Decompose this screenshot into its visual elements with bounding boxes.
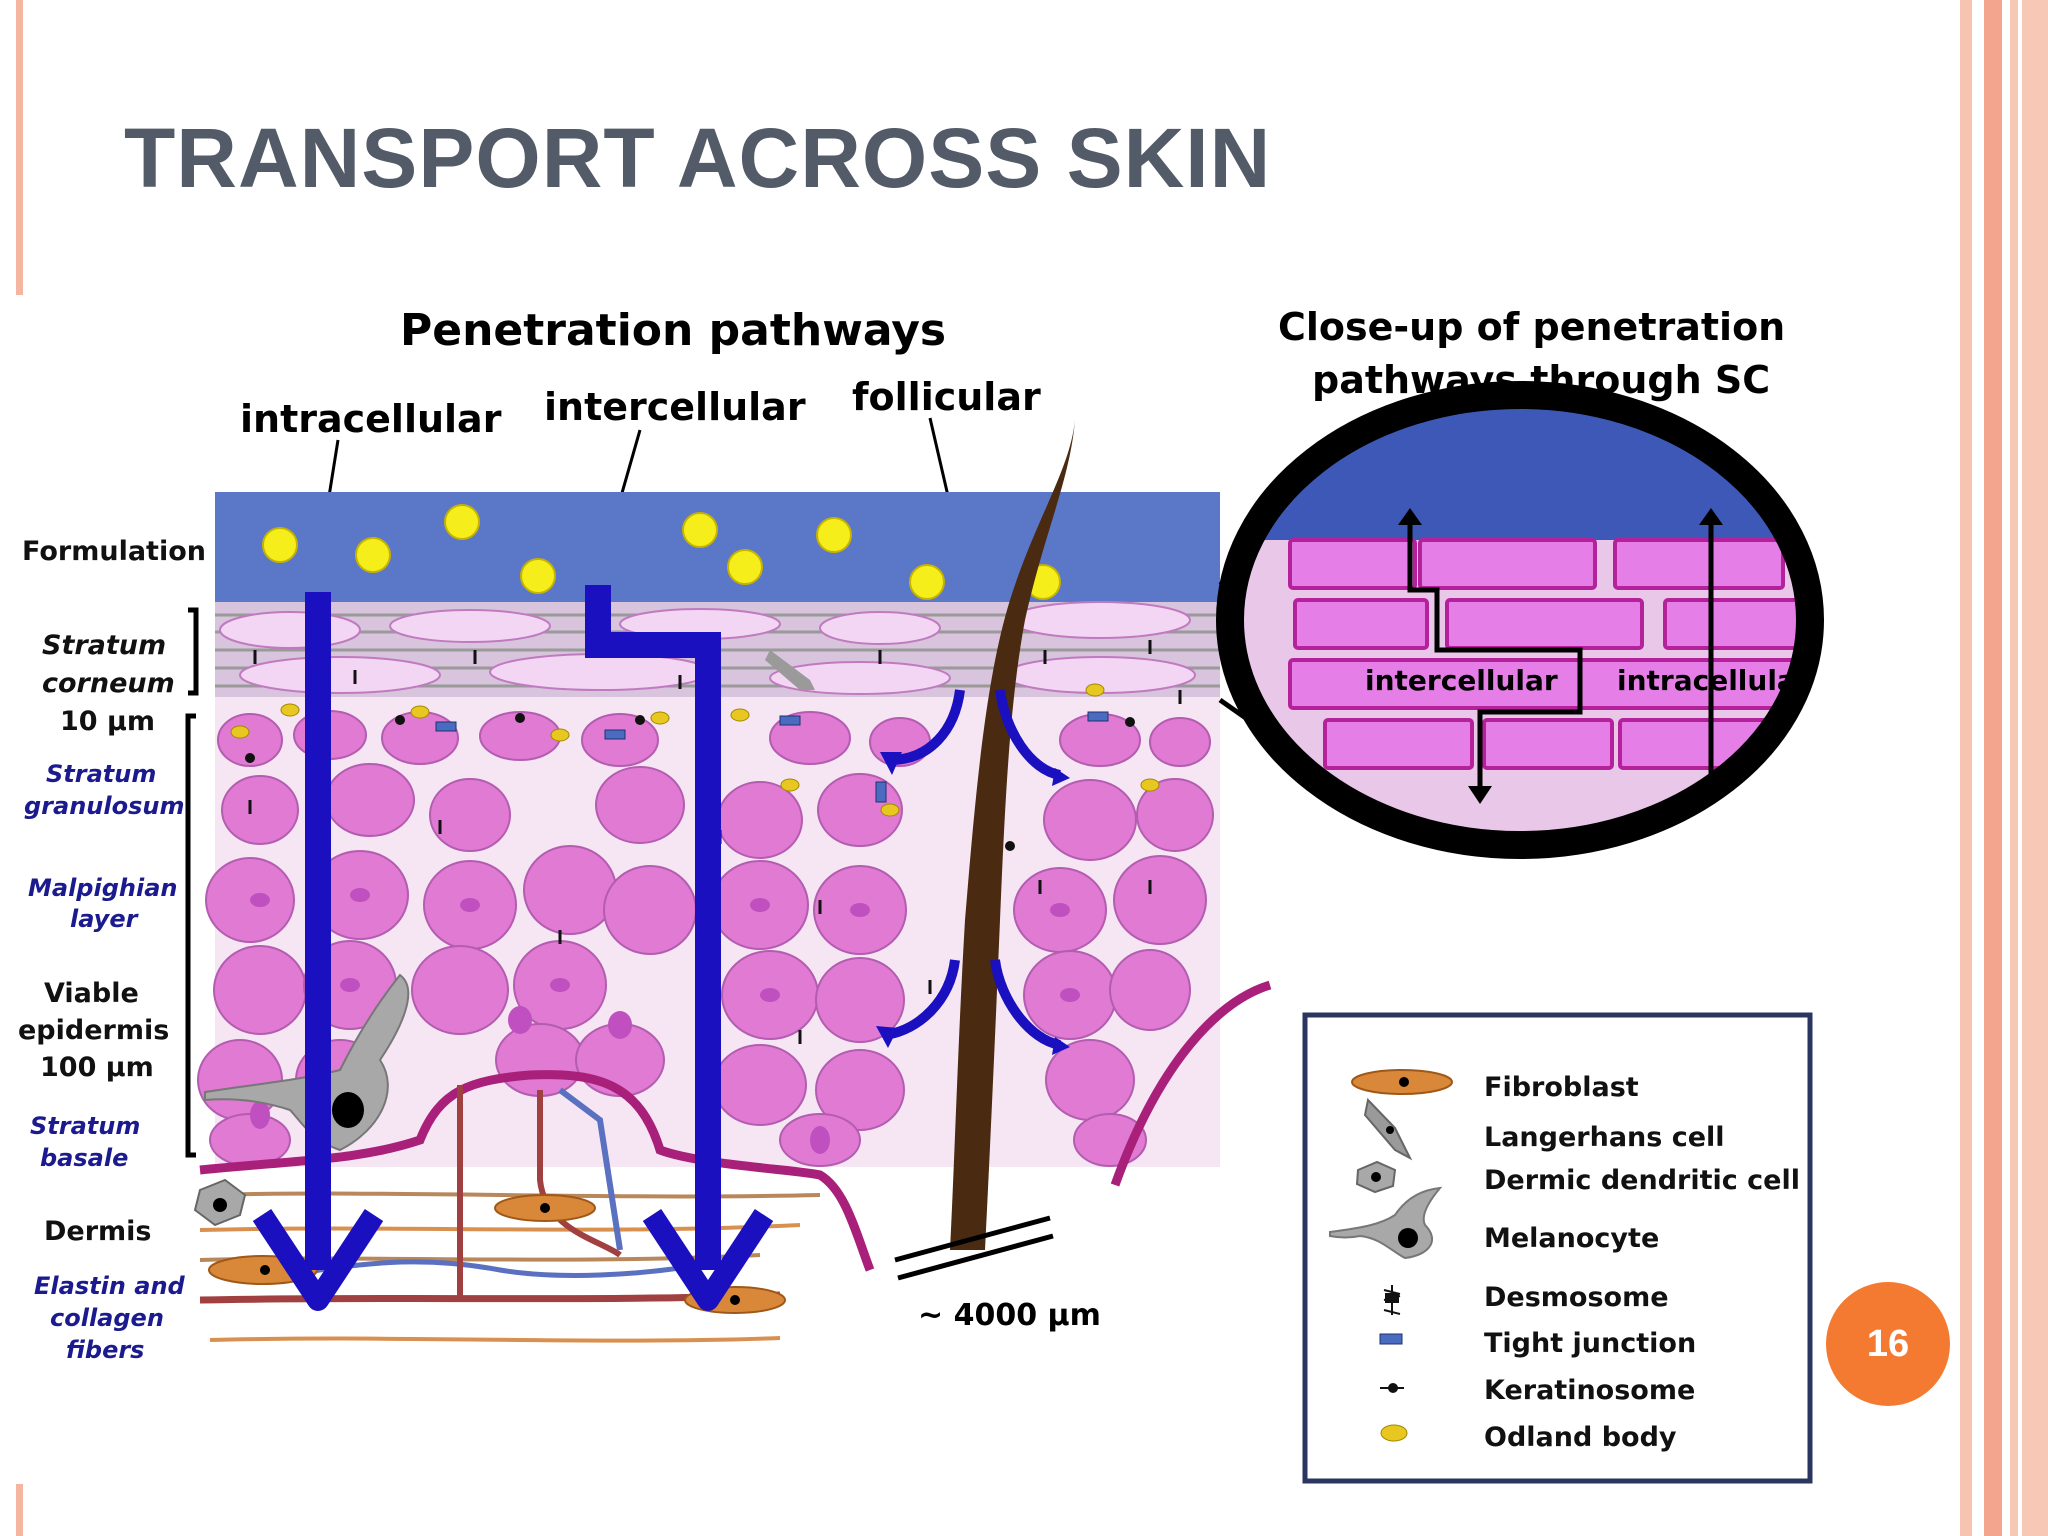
slide-border-left — [16, 0, 23, 295]
label-stratum-corneum-size: 10 µm — [60, 706, 155, 737]
label-malpighian-1: Malpighian — [28, 874, 177, 902]
formulation-particles — [262, 504, 1061, 600]
label-stratum-corneum-2: corneum — [42, 668, 175, 699]
keratinosome-icon — [1380, 1383, 1404, 1393]
follicular-arrow-left-lower — [884, 959, 960, 1040]
particle — [355, 537, 391, 573]
closeup-intercellular-path — [1407, 520, 1583, 790]
label-viable-size: 100 µm — [40, 1052, 154, 1083]
label-stratum-basale-2: basale — [40, 1144, 128, 1172]
layer-labels: Formulation Stratum corneum 10 µm Stratu… — [18, 536, 206, 1364]
label-formulation: Formulation — [22, 536, 206, 567]
odland-body-icon — [1380, 1424, 1408, 1442]
label-stratum-corneum-1: Stratum — [42, 630, 166, 661]
langerhans-cell-icon — [1363, 1097, 1413, 1161]
closeup-label-intercellular: intercellular — [1365, 664, 1558, 697]
particle — [816, 517, 852, 553]
label-stratum-granulosum-2: granulosum — [24, 792, 184, 820]
label-stratum-basale-1: Stratum — [30, 1112, 140, 1140]
legend-label-dermic-dendritic-cell: Dermic dendritic cell — [1484, 1165, 1800, 1196]
slide-title: TRANSPORT ACROSS SKIN — [124, 111, 1272, 205]
legend-label-melanocyte: Melanocyte — [1484, 1223, 1659, 1254]
follicle-depth-label: ~ 4000 µm — [918, 1298, 1101, 1333]
follicular-arrow-right-lower — [990, 959, 1062, 1050]
intracellular-arrow-head — [252, 1208, 384, 1311]
dermal-cells — [193, 650, 815, 1314]
label-intercellular: intercellular — [544, 385, 806, 429]
basement-membrane — [199, 1070, 875, 1272]
label-viable-2: epidermis — [18, 1015, 169, 1046]
label-malpighian-2: layer — [70, 905, 140, 933]
tight-junction-icon — [1379, 1333, 1403, 1345]
slide-border-right-band — [1984, 0, 2002, 1536]
label-dermis: Dermis — [44, 1216, 152, 1247]
basement-membrane-right — [1110, 980, 1272, 1187]
fibroblast-icon — [1351, 1069, 1453, 1095]
closeup-title-line1: Close-up of penetration — [1278, 305, 1785, 349]
label-viable-1: Viable — [44, 978, 139, 1009]
slide-border-left-bottom — [16, 1484, 23, 1536]
label-intracellular: intracellular — [240, 397, 502, 441]
slide-border-right-gap — [2018, 0, 2022, 1536]
desmosome-icon — [1383, 1285, 1401, 1315]
label-elastin-2: collagen — [50, 1304, 164, 1332]
page-number-badge: 16 — [1826, 1282, 1950, 1406]
melanocyte-icon — [1329, 1186, 1443, 1260]
particle — [909, 564, 945, 600]
follicular-arrow-left-upper — [889, 689, 965, 765]
intercellular-arrow-shaft — [585, 585, 721, 1270]
label-follicular: follicular — [852, 375, 1041, 419]
particle — [262, 527, 298, 563]
legend: Fibroblast Langerhans cell Dermic dendri… — [1302, 1012, 1813, 1484]
legend-label-odland-body: Odland body — [1484, 1422, 1677, 1453]
hair-shaft — [950, 420, 1075, 1250]
legend-label-keratinosome: Keratinosome — [1484, 1375, 1695, 1406]
diagram-heading: Penetration pathways — [400, 305, 946, 356]
particle — [520, 558, 556, 594]
legend-label-langerhans-cell: Langerhans cell — [1484, 1122, 1725, 1153]
particle — [444, 504, 480, 540]
hair-break-mark — [894, 1215, 1054, 1281]
particle — [727, 549, 763, 585]
intercellular-arrow-head — [642, 1208, 774, 1311]
penetration-arrows — [252, 585, 1070, 1311]
label-stratum-granulosum-1: Stratum — [46, 760, 156, 788]
closeup-circle: intercellular intracellular — [1216, 381, 1824, 859]
closeup-label-intracellular: intracellular — [1617, 664, 1810, 697]
dermic-dendritic-cell-icon — [1355, 1160, 1397, 1194]
label-elastin-1: Elastin and — [34, 1272, 186, 1300]
particle — [682, 512, 718, 548]
legend-label-tight-junction: Tight junction — [1484, 1328, 1696, 1359]
slide-border-right-outer — [2010, 0, 2048, 1536]
slide-border-right — [1960, 0, 1972, 1536]
legend-label-desmosome: Desmosome — [1484, 1282, 1669, 1313]
legend-label-fibroblast: Fibroblast — [1484, 1072, 1639, 1103]
label-elastin-3: fibers — [66, 1336, 144, 1364]
follicular-arrow-right-upper — [995, 689, 1062, 780]
